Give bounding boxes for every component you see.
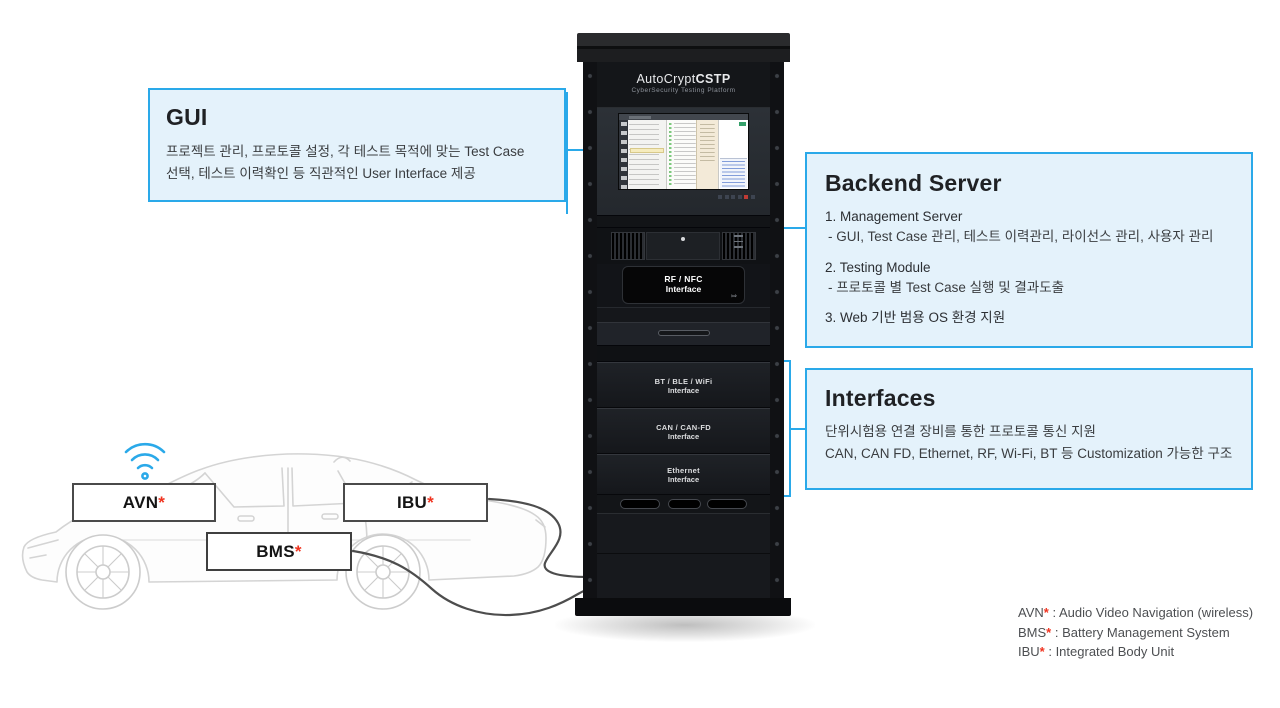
server-rack: AutoCryptCSTP CyberSecurity Testing Plat…	[583, 62, 784, 601]
gui-body-line2: 선택, 테스트 이력확인 등 직관적인 User Interface 제공	[166, 165, 476, 181]
gui-body-line1: 프로젝트 관리, 프로토콜 설정, 각 테스트 목적에 맞는 Test Case	[166, 144, 525, 159]
gui-connector-hline	[566, 149, 586, 151]
blank-lower-panel	[597, 513, 770, 599]
interfaces-body-line1: 단위시험용 연결 장비를 통한 프로토콜 통신 지원	[825, 424, 1096, 439]
rf-nfc-label-line1: RF / NFC	[664, 274, 703, 284]
bt-ble-wifi-module: BT / BLE / WiFi Interface	[597, 362, 770, 408]
monitor-section	[597, 108, 770, 215]
interfaces-title: Interfaces	[825, 385, 936, 411]
rack-divider-2	[597, 345, 770, 362]
can-canfd-label-line2: Interface	[667, 432, 700, 441]
rf-nfc-section: RF / NFC Interface ⤇	[597, 264, 770, 307]
bt-ble-wifi-label-line1: BT / BLE / WiFi	[654, 377, 713, 386]
backend-item1-detail: - GUI, Test Case 관리, 테스트 이력관리, 라이선스 관리, …	[828, 229, 1214, 245]
backend-title: Backend Server	[825, 170, 1002, 196]
backend-item2-detail: - 프로토콜 별 Test Case 실행 및 결과도출	[828, 279, 1065, 295]
gui-connector-vline	[566, 92, 568, 214]
screen-sidebar	[619, 120, 628, 189]
drawer-panel	[597, 322, 770, 345]
screen-green-button	[739, 122, 746, 126]
cable-slot	[620, 499, 660, 509]
screen-tab	[629, 115, 651, 119]
rack-top-cap	[577, 33, 790, 62]
brand-name-bold: CSTP	[695, 72, 731, 86]
backend-item2-heading: 2. Testing Module	[825, 259, 931, 275]
interfaces-body-line2: CAN, CAN FD, Ethernet, RF, Wi-Fi, BT 등 C…	[825, 445, 1233, 461]
brand-name: AutoCryptCSTP	[597, 72, 770, 86]
bms-asterisk: *	[294, 541, 302, 561]
bms-label-box: BMS*	[206, 532, 352, 571]
server-unit	[597, 228, 770, 264]
ethernet-label-line1: Ethernet	[667, 466, 700, 475]
footnote-avn: AVN* : Audio Video Navigation (wireless)	[1018, 605, 1254, 620]
gui-title: GUI	[166, 104, 208, 130]
avn-label: AVN	[122, 492, 159, 512]
monitor-bezel-buttons	[718, 195, 755, 199]
autocrypt-logo-icon: ⤇	[731, 293, 737, 300]
can-canfd-module: CAN / CAN-FD Interface	[597, 408, 770, 454]
interfaces-bracket-top	[778, 360, 791, 362]
drawer-handle	[657, 330, 710, 336]
screen-panel-results	[718, 120, 748, 189]
vent-grille-left	[611, 232, 645, 260]
brand-subtitle: CyberSecurity Testing Platform	[631, 87, 736, 94]
ethernet-module: Ethernet Interface	[597, 454, 770, 495]
avn-asterisk: *	[158, 492, 166, 512]
screen-titlebar	[619, 114, 748, 120]
rack-strip	[597, 307, 770, 322]
rack-divider	[597, 215, 770, 228]
rack-rail-right	[770, 62, 784, 601]
bms-cable	[351, 549, 596, 617]
rack-base-plinth	[575, 598, 791, 616]
panel-seam	[597, 553, 770, 554]
ibu-label-box: IBU*	[343, 483, 488, 522]
rf-nfc-panel: RF / NFC Interface ⤇	[622, 266, 745, 304]
cable-slot-panel	[597, 495, 770, 513]
ethernet-label-line2: Interface	[667, 475, 700, 484]
gui-callout: GUI 프로젝트 관리, 프로토콜 설정, 각 테스트 목적에 맞는 Test …	[148, 88, 566, 202]
cable-slot	[668, 499, 701, 509]
screen-panel-testcase-list	[666, 120, 696, 189]
backend-connector	[778, 227, 805, 229]
interfaces-bracket-mid	[789, 428, 805, 430]
footnote-legend: AVN* : Audio Video Navigation (wireless)…	[1018, 603, 1253, 662]
screen-log-rows	[720, 157, 747, 188]
avn-label-box: AVN*	[72, 483, 216, 522]
ibu-asterisk: *	[427, 492, 435, 512]
wifi-icon	[124, 442, 166, 480]
power-led	[681, 237, 685, 241]
footnote-bms: BMS* : Battery Management System	[1018, 624, 1230, 640]
backend-item1-heading: 1. Management Server	[825, 209, 963, 224]
interfaces-bracket-bottom	[778, 495, 791, 497]
footnote-ibu: IBU* : Integrated Body Unit	[1018, 644, 1175, 659]
brand-name-regular: AutoCrypt	[636, 72, 696, 86]
brand-plate: AutoCryptCSTP CyberSecurity Testing Plat…	[597, 62, 770, 108]
ibu-cable	[487, 497, 592, 579]
screen-highlight-row	[630, 148, 664, 153]
rf-nfc-label-line2: Interface	[665, 284, 702, 294]
bt-ble-wifi-label-line2: Interface	[667, 386, 700, 395]
gui-screen	[618, 113, 749, 190]
rack-rail-left	[583, 62, 597, 601]
status-leds	[734, 235, 743, 248]
bms-label: BMS	[256, 541, 295, 561]
backend-server-callout: Backend Server 1. Management Server - GU…	[805, 152, 1253, 348]
server-front-module	[646, 232, 720, 260]
connection-cables	[351, 497, 596, 617]
screen-panel-detail	[696, 120, 718, 189]
can-canfd-label-line1: CAN / CAN-FD	[656, 423, 711, 432]
cable-slot	[707, 499, 747, 509]
screen-panel-form	[628, 120, 666, 189]
ibu-label: IBU	[396, 492, 428, 512]
interfaces-callout: Interfaces 단위시험용 연결 장비를 통한 프로토콜 통신 지원 CA…	[805, 368, 1253, 490]
backend-item3-heading: 3. Web 기반 범용 OS 환경 지원	[825, 310, 1006, 325]
